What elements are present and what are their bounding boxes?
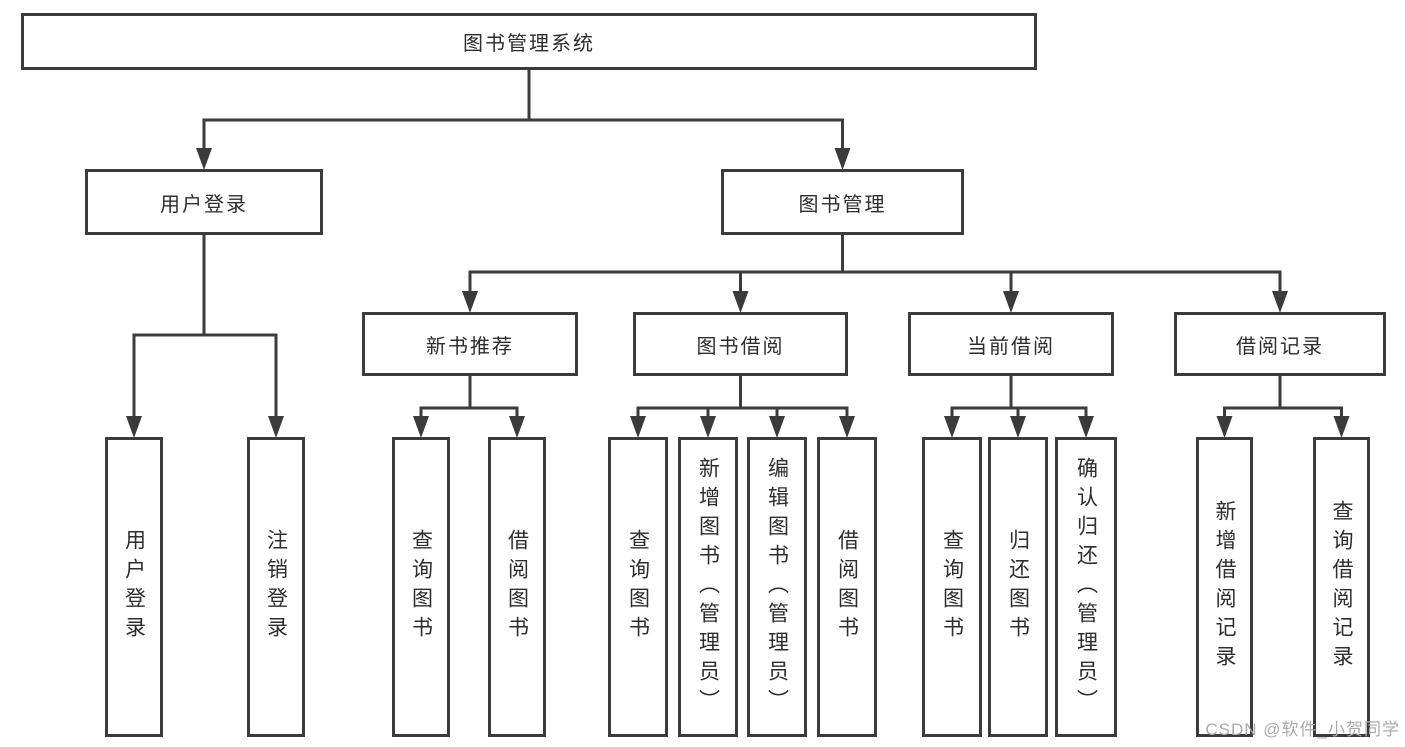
node-label: 查询图书	[626, 529, 650, 645]
arrowhead-icon	[944, 416, 960, 438]
arrowhead-icon	[1003, 291, 1019, 313]
arrowhead-icon	[700, 416, 716, 438]
arrowhead-icon	[1272, 291, 1288, 313]
arrowhead-icon	[1333, 416, 1350, 438]
node-label: 查询图书	[409, 529, 433, 645]
node-bb-borrow-book: 借阅图书	[817, 437, 877, 737]
node-nb-borrow-book: 借阅图书	[488, 437, 546, 737]
node-label: 查询借阅记录	[1330, 500, 1354, 674]
arrowhead-icon	[1010, 416, 1026, 438]
arrowhead-icon	[839, 416, 855, 438]
node-label: 图书借阅	[696, 335, 785, 358]
node-user-login: 用户登录	[85, 169, 323, 235]
node-bb-add-book: 新增图书（管理员）	[678, 437, 738, 737]
node-bb-edit-book: 编辑图书（管理员）	[747, 437, 807, 737]
node-book-borrow: 图书借阅	[633, 312, 848, 376]
node-ul-user-login: 用户登录	[105, 437, 163, 737]
arrowhead-icon	[509, 416, 525, 438]
node-label: 借阅记录	[1236, 335, 1324, 358]
node-label: 查询图书	[940, 529, 964, 645]
arrowhead-icon	[268, 416, 284, 438]
arrowhead-icon	[413, 416, 429, 438]
node-label: 编辑图书（管理员）	[765, 456, 789, 718]
node-label: 当前借阅	[967, 335, 1055, 358]
arrowhead-icon	[732, 291, 749, 313]
node-cb-confirm-return: 确认归还（管理员）	[1055, 437, 1117, 737]
node-current-borrow: 当前借阅	[908, 312, 1114, 376]
node-borrow-record: 借阅记录	[1174, 312, 1386, 376]
node-label: 借阅图书	[505, 529, 529, 645]
arrowhead-icon	[1216, 416, 1233, 438]
arrowhead-icon	[834, 148, 851, 170]
node-cb-return-book: 归还图书	[988, 437, 1048, 737]
node-nb-query-book: 查询图书	[392, 437, 450, 737]
node-ul-logout: 注销登录	[247, 437, 305, 737]
node-br-add-record: 新增借阅记录	[1196, 437, 1253, 737]
node-label: 借阅图书	[835, 529, 859, 645]
arrowhead-icon	[196, 148, 212, 170]
arrowhead-icon	[769, 416, 785, 438]
node-label: 新书推荐	[426, 335, 514, 358]
arrowhead-icon	[1078, 416, 1094, 438]
node-label: 图书管理	[798, 193, 887, 216]
node-label: 新增借阅记录	[1213, 500, 1237, 674]
node-root: 图书管理系统	[21, 13, 1037, 70]
node-label: 归还图书	[1006, 529, 1030, 645]
node-label: 用户登录	[122, 529, 146, 645]
watermark: CSDN @软件_小贺同学	[1205, 720, 1400, 739]
arrowhead-icon	[462, 291, 478, 313]
arrowhead-icon	[630, 416, 646, 438]
node-book-mgmt: 图书管理	[721, 169, 964, 235]
node-label: 确认归还（管理员）	[1074, 456, 1098, 718]
node-cb-query-book: 查询图书	[922, 437, 982, 737]
arrowhead-icon	[126, 416, 142, 438]
node-label: 注销登录	[264, 529, 288, 645]
node-bb-query-book: 查询图书	[608, 437, 668, 737]
node-label: 用户登录	[160, 193, 248, 216]
node-br-query-record: 查询借阅记录	[1313, 437, 1370, 737]
node-new-book-rec: 新书推荐	[362, 312, 578, 376]
node-label: 新增图书（管理员）	[696, 456, 720, 718]
node-label: 图书管理系统	[463, 33, 595, 55]
